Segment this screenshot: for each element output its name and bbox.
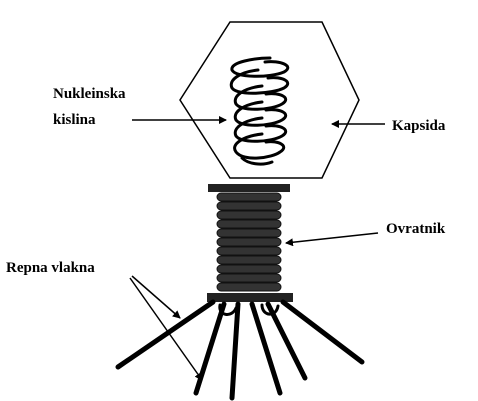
label-capsid: Kapsida: [392, 118, 446, 134]
base-plate: [207, 293, 293, 302]
arrow-tail-fibers-1: [132, 276, 180, 318]
label-collar: Ovratnik: [386, 221, 446, 237]
capsid-head: [180, 22, 359, 178]
collar-top-plate: [208, 184, 290, 192]
tail-collar-sheath: [207, 184, 293, 302]
label-nucleic-acid-line1: Nukleinska: [53, 86, 126, 102]
tail-fibers: [118, 302, 362, 398]
arrow-tail-fibers-2: [130, 278, 202, 380]
label-nucleic-acid-line2: kislina: [53, 112, 96, 128]
label-tail-fibers: Repna vlakna: [6, 260, 95, 276]
arrow-collar: [286, 233, 378, 243]
